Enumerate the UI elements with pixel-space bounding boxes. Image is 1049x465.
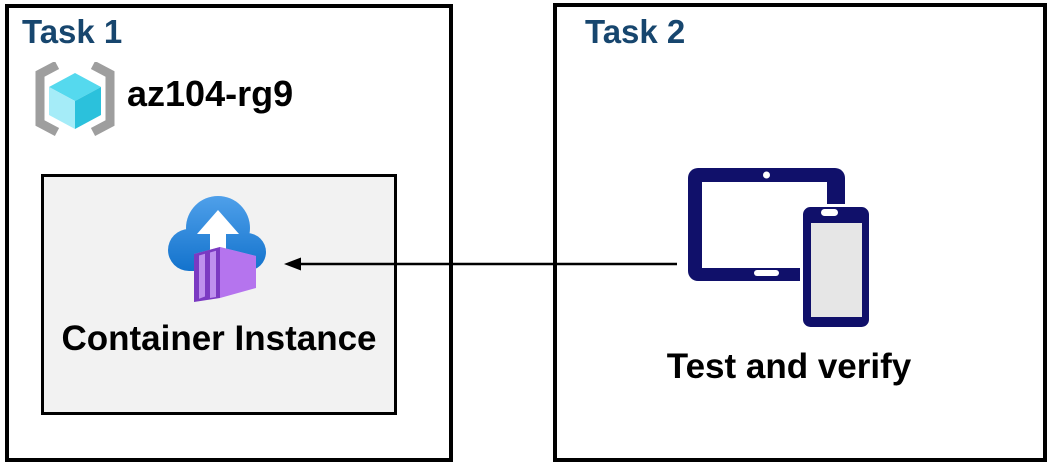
resource-group-label: az104-rg9 xyxy=(127,73,294,114)
upload-arrow-icon xyxy=(197,210,239,268)
container-instance-label: Container Instance xyxy=(61,319,377,358)
task1-title: Task 1 xyxy=(22,13,123,50)
test-and-verify-label: Test and verify xyxy=(666,347,912,386)
resource-group-icon xyxy=(35,62,115,136)
container-cube xyxy=(194,247,256,302)
phone-icon xyxy=(800,204,872,330)
container-instances-icon xyxy=(168,196,266,302)
tablet-phone-icon xyxy=(688,168,872,330)
task2-title: Task 2 xyxy=(585,13,686,50)
